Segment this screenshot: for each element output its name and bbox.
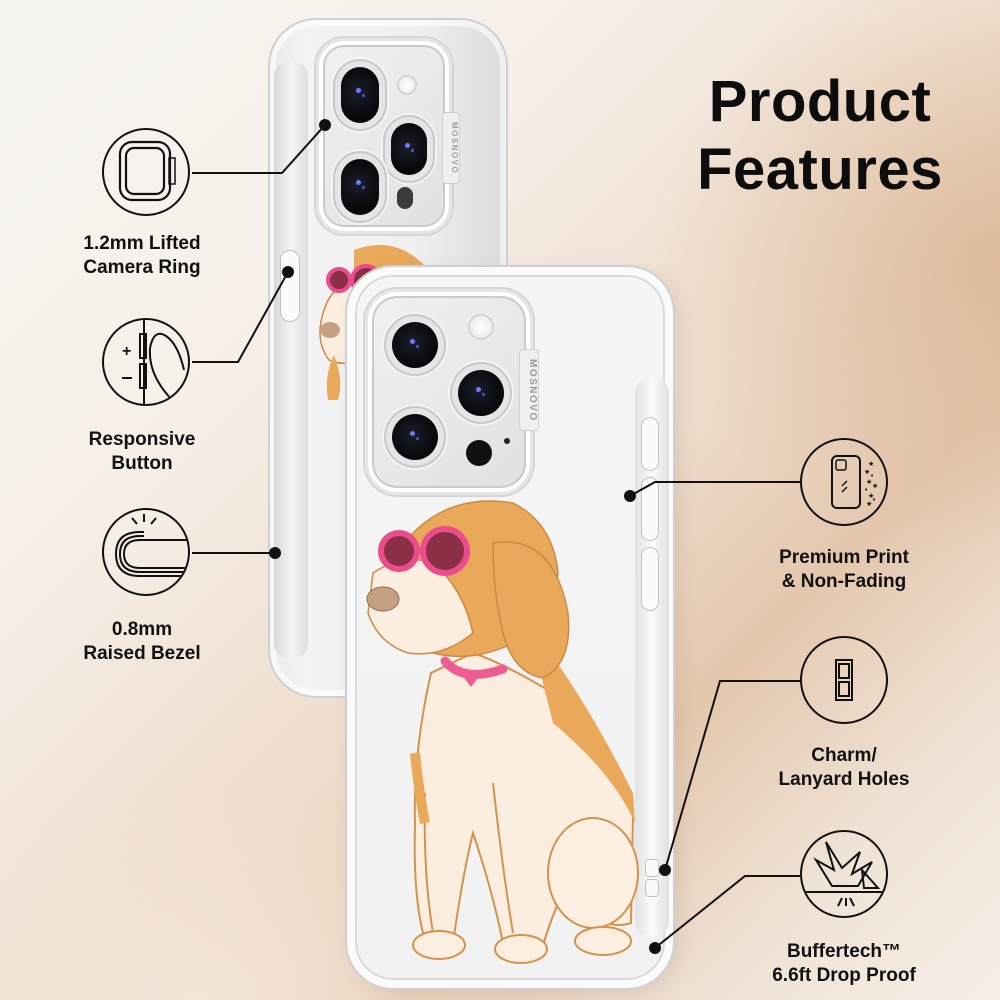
- svg-text:★: ★: [866, 500, 872, 508]
- microphone-hole: [504, 438, 510, 444]
- camera-flash: [399, 77, 415, 93]
- title-line-1: Product: [708, 69, 932, 134]
- page-title: Product Features: [660, 68, 980, 204]
- lanyard-hole: [645, 879, 659, 897]
- action-button-cover: [641, 417, 659, 471]
- camera-module-back: [316, 38, 452, 234]
- camera-lens: [392, 414, 438, 460]
- camera-lens: [341, 159, 379, 215]
- feature-label-drop: Buffertech™ 6.6ft Drop Proof: [772, 941, 916, 986]
- camera-module-front: [365, 289, 533, 495]
- callout-point-print: [624, 490, 636, 502]
- feature-label-camera-ring: 1.2mm Lifted Camera Ring: [83, 233, 201, 278]
- svg-text:+: +: [122, 343, 131, 360]
- callout-point-button: [282, 266, 294, 278]
- camera-flash: [470, 316, 492, 338]
- camera-lens: [392, 322, 438, 368]
- feature-label-print: Premium Print & Non-Fading: [779, 547, 909, 592]
- svg-text:•: •: [870, 472, 874, 480]
- feature-badge-drop: [800, 830, 888, 918]
- lanyard-holes-icon: [835, 659, 853, 701]
- phone-case-front-view: MOSNOVO: [345, 265, 675, 990]
- brand-tab: MOSNOVO: [519, 349, 539, 431]
- svg-text:★: ★: [866, 478, 872, 486]
- svg-text:★: ★: [872, 482, 878, 490]
- svg-text:★: ★: [864, 468, 870, 476]
- title-line-2: Features: [697, 137, 943, 202]
- feature-label-button: Responsive Button: [88, 429, 196, 474]
- svg-text:★: ★: [868, 492, 874, 500]
- feature-label-lanyard: Charm/ Lanyard Holes: [778, 745, 910, 790]
- camera-lens: [458, 370, 504, 416]
- callout-point-bezel: [269, 547, 281, 559]
- lidar-sensor: [466, 440, 492, 466]
- callout-point-lanyard: [659, 864, 671, 876]
- dog-illustration-front: [366, 500, 639, 964]
- feature-badge-button: +: [102, 318, 190, 406]
- case-side-rail: [274, 60, 308, 660]
- raised-bezel-icon: [114, 514, 188, 577]
- feature-badge-lanyard: [800, 636, 888, 724]
- camera-lens: [391, 123, 427, 175]
- impact-burst-icon: [802, 841, 886, 907]
- svg-text:★: ★: [868, 460, 874, 468]
- volume-down-button-cover: [641, 547, 659, 611]
- feature-label-bezel: 0.8mm Raised Bezel: [83, 619, 201, 664]
- brand-tab: MOSNOVO: [442, 112, 460, 184]
- feature-badge-camera-ring: [102, 128, 190, 216]
- phone-sparkle-icon: ★★• ★★• ★•★: [831, 455, 878, 509]
- lanyard-hole: [645, 859, 659, 877]
- lidar-sensor: [397, 187, 413, 209]
- callout-point-camera-ring: [319, 119, 331, 131]
- camera-ring-icon: [118, 140, 176, 202]
- svg-text:•: •: [872, 496, 876, 504]
- feature-badge-bezel: [102, 508, 190, 596]
- svg-text:•: •: [864, 486, 868, 494]
- camera-lens: [341, 67, 379, 123]
- feature-badge-print: ★★• ★★• ★•★: [800, 438, 888, 526]
- volume-button-cover: [280, 250, 300, 322]
- volume-up-button-cover: [641, 477, 659, 541]
- callout-point-drop: [649, 942, 661, 954]
- volume-button-icon: +: [122, 320, 185, 404]
